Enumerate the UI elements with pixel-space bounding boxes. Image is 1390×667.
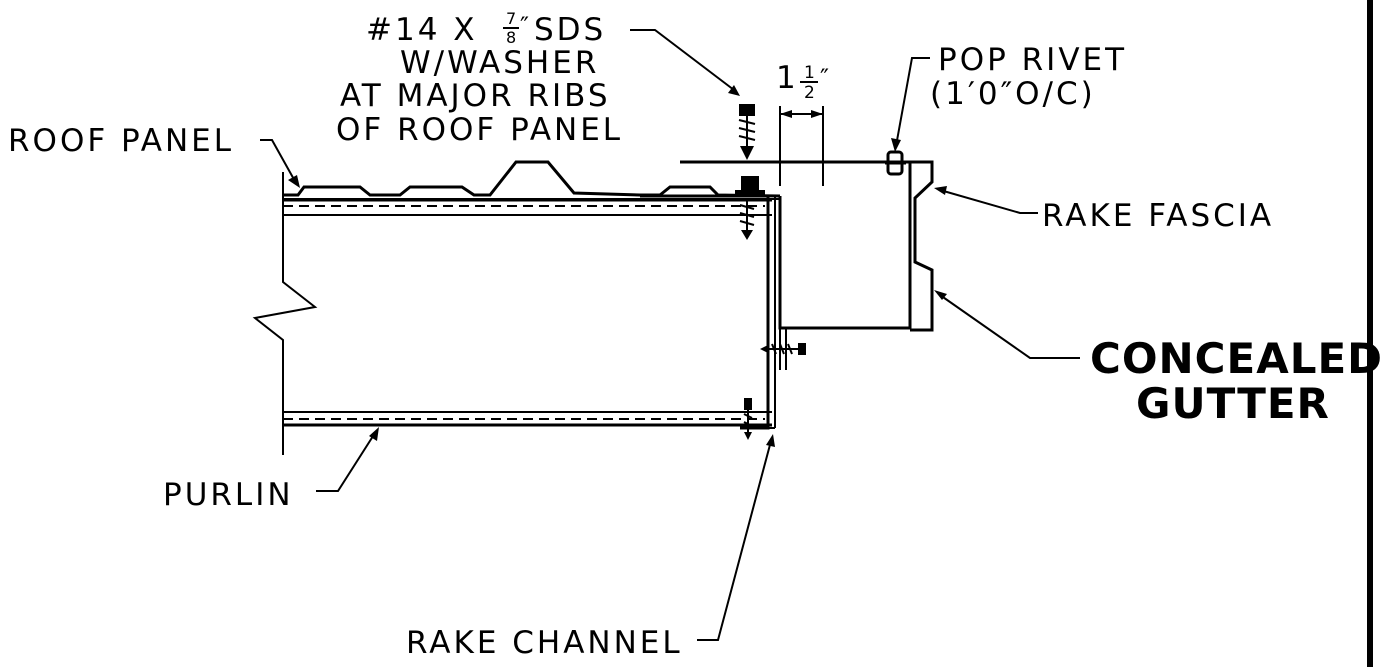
rake-fascia: [910, 160, 934, 332]
roof-panel-label: ROOF PANEL: [8, 123, 234, 159]
screw-icon: [738, 104, 756, 160]
rake-channel-label: RAKE CHANNEL: [406, 625, 683, 661]
concealed-gutter-label-line-2: GUTTER: [1136, 379, 1330, 428]
concealed-gutter-label-line-1: CONCEALED: [1090, 334, 1383, 383]
screw-inch-mark: ″: [520, 12, 529, 40]
pop-rivet-label: POP RIVET: [938, 42, 1127, 78]
screw-fraction-denominator: 8: [506, 28, 516, 47]
pop-rivet-icon: [885, 150, 906, 176]
bottom-screw-icon: [743, 398, 753, 440]
screw-callout-line-1: #14 X: [366, 12, 478, 48]
dimension-inch-mark: ″: [820, 64, 829, 92]
screw-callout-line-3: AT MAJOR RIBS: [340, 78, 611, 114]
rake-fascia-label: RAKE FASCIA: [1042, 198, 1274, 234]
pop-rivet-spacing-label: (1′0″O/C): [930, 76, 1096, 112]
purlin: [252, 172, 772, 455]
screw-callout-line-2: W/WASHER: [400, 45, 599, 81]
leader-lines: [260, 29, 1080, 641]
screw-callout-line-1b: SDS: [534, 12, 606, 48]
purlin-label: PURLIN: [163, 477, 294, 513]
dimension-marker: [779, 106, 824, 186]
dimension-denominator: 2: [804, 83, 815, 103]
rake-channel: [640, 194, 776, 430]
installed-screw-icon: [735, 176, 765, 240]
side-screw-icon: [760, 343, 806, 355]
roof-panel: [283, 160, 781, 198]
dimension-numerator: 1: [804, 63, 815, 83]
screw-fraction-numerator: 7: [506, 9, 516, 28]
dimension-whole: 1: [776, 60, 799, 96]
screw-callout-line-4: OF ROOF PANEL: [336, 112, 623, 148]
